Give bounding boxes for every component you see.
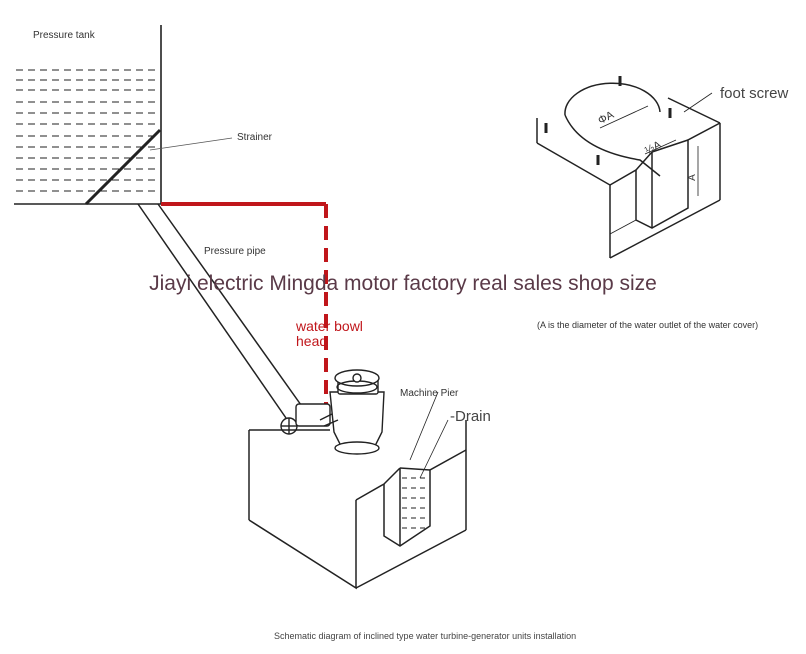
- strainer-leader: [149, 137, 233, 151]
- water-head-indicator: [161, 202, 328, 412]
- machine-pier: [248, 391, 467, 590]
- diameter-note: (A is the diameter of the water outlet o…: [537, 320, 759, 330]
- strainer-label: Strainer: [237, 132, 273, 143]
- water-bowl-head-label-line2: head: [296, 333, 328, 349]
- pressure-pipe: [137, 203, 307, 419]
- water-bowl-head-label-line1: water bowl: [296, 318, 363, 334]
- drain-label: -Drain: [450, 408, 491, 425]
- strainer: [84, 128, 162, 206]
- foot-screw-icon: [544, 76, 672, 165]
- diagram-caption: Schematic diagram of inclined type water…: [274, 631, 577, 641]
- turbine-generator-unit: [319, 369, 385, 455]
- pressure-tank: [14, 25, 162, 205]
- banner-text: Jiayi electric Mingda motor factory real…: [149, 272, 657, 295]
- foundation-detail: [536, 82, 721, 259]
- pressure-tank-label: Pressure tank: [33, 30, 95, 41]
- foot-screw-label: foot screw: [720, 85, 789, 102]
- machine-pier-label: Machine Pier: [400, 388, 459, 399]
- dim-a-label: A: [686, 174, 698, 181]
- pressure-pipe-label: Pressure pipe: [204, 246, 266, 257]
